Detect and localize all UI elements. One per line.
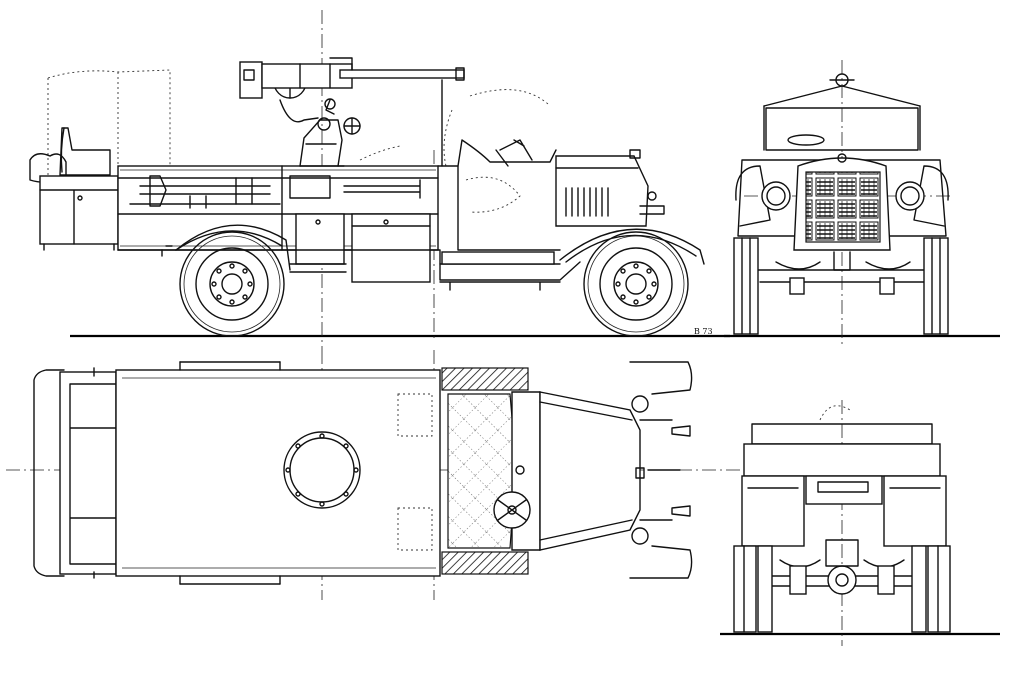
front-view: [724, 60, 1000, 345]
rear-view: [720, 400, 1000, 646]
rear-wheel-side: [179, 231, 285, 337]
side-view: [29, 10, 730, 350]
front-wheel-side: [583, 231, 689, 337]
artist-signature: B 73: [694, 327, 713, 336]
top-view: [6, 350, 760, 600]
aa-gun: [239, 57, 465, 167]
